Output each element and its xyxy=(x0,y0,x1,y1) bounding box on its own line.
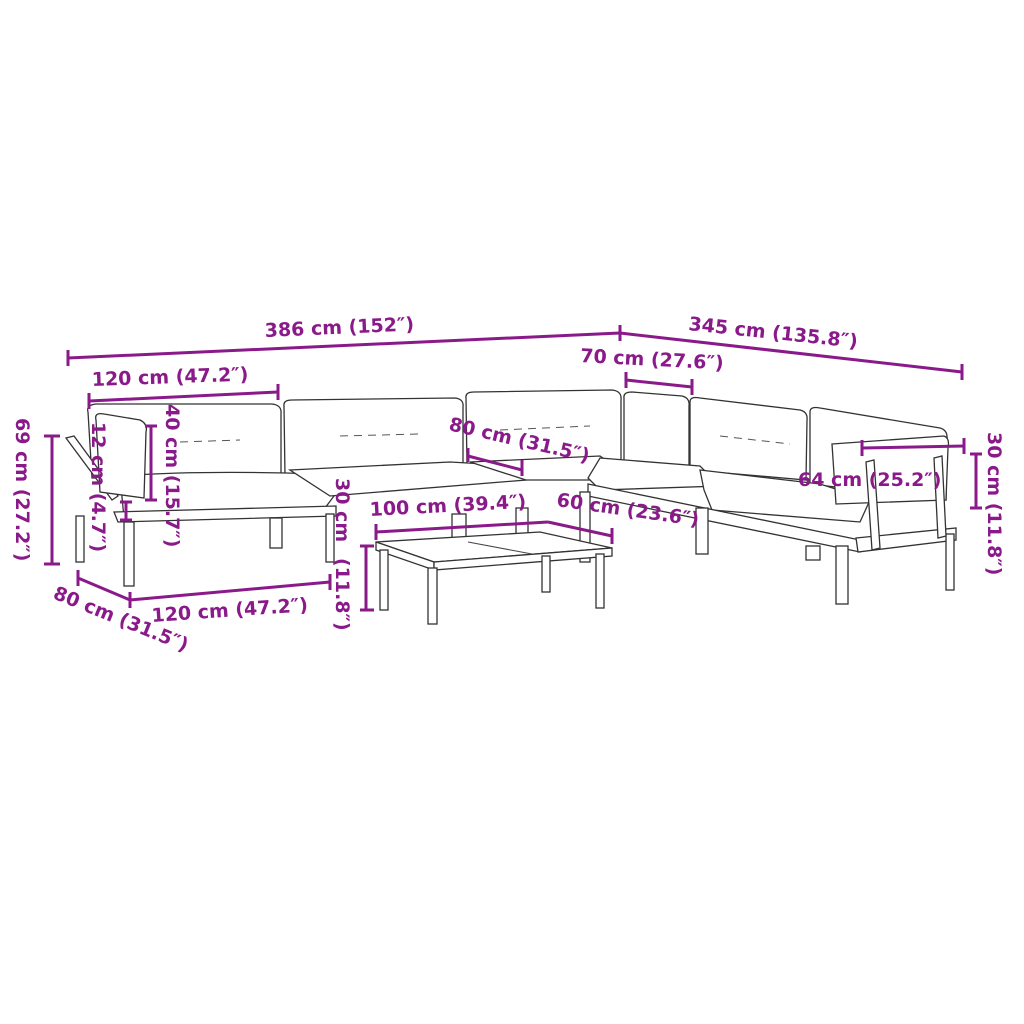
back-cushion-height-label: 40 cm (15.7″) xyxy=(161,404,183,547)
table-width-label: 100 cm (39.4″) xyxy=(369,491,527,521)
total-left-width-label: 386 cm (152″) xyxy=(264,313,414,341)
total-right-width-label: 345 cm (135.8″) xyxy=(687,313,858,353)
armrest-width-label: 64 cm (25.2″) xyxy=(798,469,941,491)
corner-width-label: 70 cm (27.6″) xyxy=(580,345,724,374)
total-height-label: 69 cm (27.2″) xyxy=(11,418,33,561)
seat-width-front-label: 120 cm (47.2″) xyxy=(151,594,309,627)
seat-height-label: 30 cm xyxy=(331,478,353,542)
seat-width-label: 120 cm (47.2″) xyxy=(91,364,248,391)
dimension-lines xyxy=(44,325,982,612)
armrest-height-label: 30 cm (11.8″) xyxy=(983,432,1005,575)
seat-height-inch-label: (11.8″) xyxy=(331,558,353,631)
cushion-thickness-label: 12 cm (4.7″) xyxy=(87,422,109,552)
